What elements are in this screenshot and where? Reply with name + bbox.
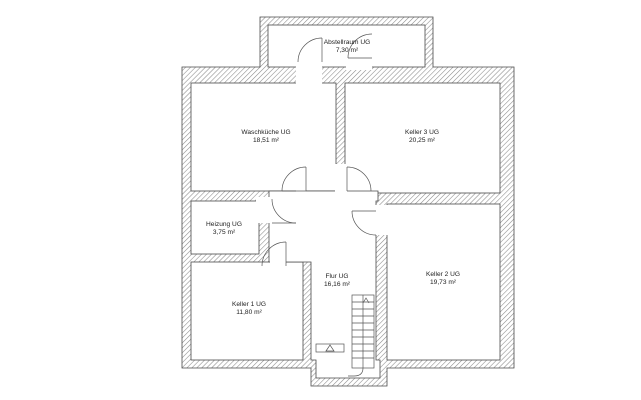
room-name-keller2: Keller 2 UG <box>426 271 460 278</box>
room-keller1-floor <box>190 261 304 361</box>
door-heizung-swing <box>271 198 297 224</box>
room-name-flur: Flur UG <box>325 273 348 280</box>
room-name-waschkueche: Waschküche UG <box>241 129 290 136</box>
door-keller2-swing <box>351 210 377 236</box>
room-keller3-floor <box>344 82 501 194</box>
room-name-abstellraum: Abstellraum UG <box>324 39 371 46</box>
room-name-keller1: Keller 1 UG <box>232 301 266 308</box>
staircase <box>315 294 375 377</box>
door-keller3-swing <box>346 166 372 192</box>
door-waschkueche-swing <box>281 166 307 192</box>
room-labels: Abstellraum UG 7,30 m² Waschküche UG 18,… <box>206 39 460 316</box>
room-name-heizung: Heizung UG <box>206 221 242 228</box>
room-area-keller1: 11,80 m² <box>236 309 262 316</box>
door-abstellraum-swing <box>297 37 323 63</box>
room-area-keller3: 20,25 m² <box>409 137 436 144</box>
doors <box>261 33 377 267</box>
room-area-keller2: 19,73 m² <box>430 279 457 286</box>
door-abstellraum2-swing <box>347 33 373 59</box>
room-area-abstellraum: 7,30 m² <box>336 47 359 54</box>
door-openings <box>256 58 389 266</box>
room-interiors <box>190 24 501 379</box>
room-area-flur: 16,16 m² <box>324 281 351 288</box>
room-area-waschkueche: 18,51 m² <box>253 137 280 144</box>
door-keller1-swing <box>261 241 287 267</box>
room-area-heizung: 3,75 m² <box>213 229 236 236</box>
room-name-keller3: Keller 3 UG <box>405 129 439 136</box>
room-keller2-floor <box>386 203 501 361</box>
room-heizung-floor <box>190 200 260 255</box>
room-waschkueche-floor <box>190 82 337 192</box>
